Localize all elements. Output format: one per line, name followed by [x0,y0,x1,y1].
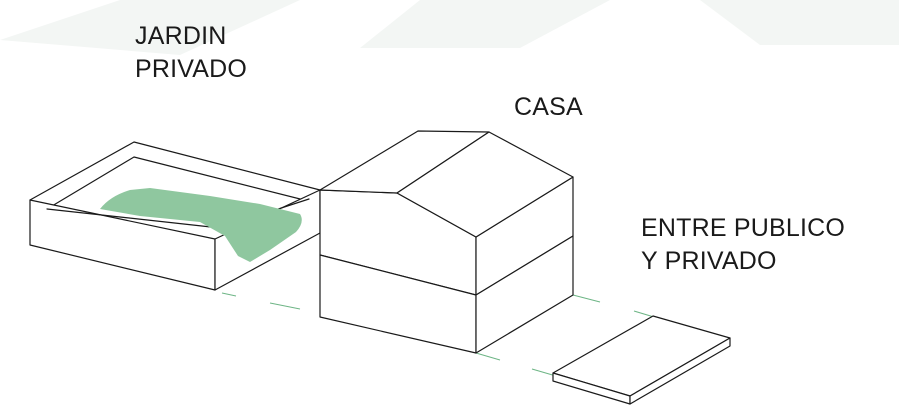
label-entre-line1: ENTRE PUBLICO [641,214,846,242]
house-right-wall-lower [475,235,574,354]
dash-segment [221,292,237,297]
dash-segment [572,294,601,303]
label-entre-line2: Y PRIVADO [641,247,777,275]
house-roof-right [396,131,574,238]
watermark-shape-right [700,0,899,45]
alignment-dashes [221,292,655,377]
background-watermark [0,0,899,55]
slab-right-face [629,337,731,405]
entre-publico-slab [552,315,731,405]
label-jardin-privado: JARDIN PRIVADO [135,20,247,86]
garden-area [100,188,302,262]
watermark-shape-center [360,0,610,48]
dash-segment [269,302,301,310]
jardin-privado-box [29,141,321,291]
dash-segment [531,368,557,377]
label-jardin-line2: PRIVADO [135,55,248,83]
label-entre-publico-y-privado: ENTRE PUBLICO Y PRIVADO [641,212,845,278]
watermark-shape-left [0,0,300,55]
label-casa-text: CASA [514,93,583,121]
label-jardin-line1: JARDIN [135,22,227,50]
casa-house [319,130,574,354]
label-casa: CASA [514,91,583,124]
garden-box-inner-left-edge [46,208,221,229]
dash-segment [633,310,655,318]
dash-segment [475,352,501,361]
